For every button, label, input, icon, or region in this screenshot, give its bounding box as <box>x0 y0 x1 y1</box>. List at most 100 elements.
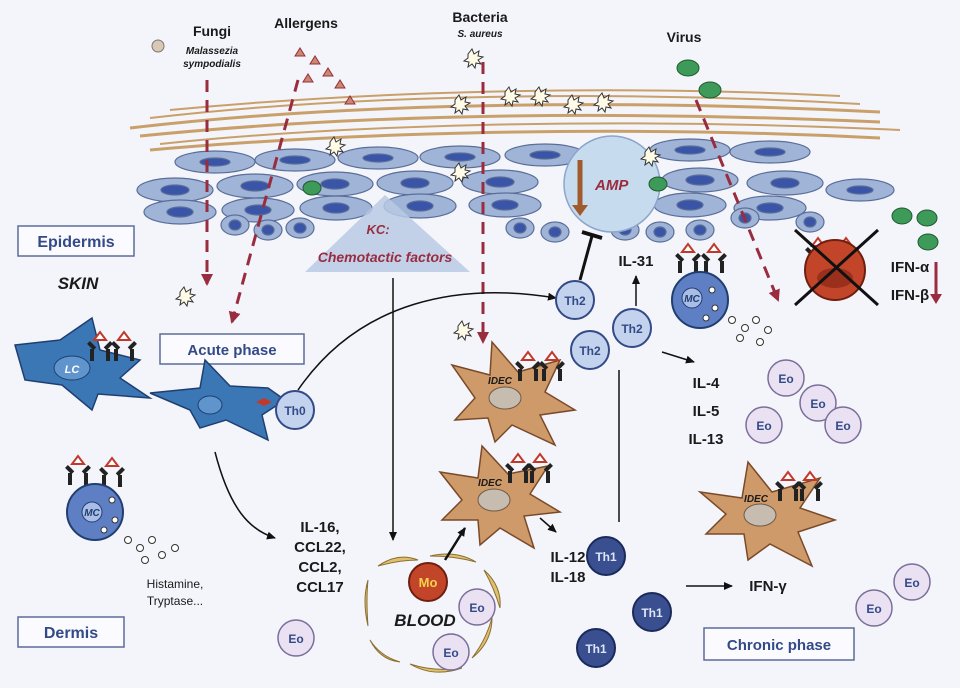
th0-to-th2-arrow <box>297 292 557 391</box>
mo-to-idec-arrow <box>443 527 467 561</box>
ifn-decrease-arrowhead <box>930 294 942 304</box>
mc-epi-granules <box>702 286 772 346</box>
lc-label: LC <box>65 364 81 376</box>
eo-c2-label: Eo <box>810 397 825 411</box>
eo-ch1-label: Eo <box>904 576 919 590</box>
th2-to-il4-arrow <box>661 351 695 364</box>
eo-blood-1-label: Eo <box>469 601 484 615</box>
skin-label: SKIN <box>58 274 99 293</box>
ccl22-label: CCL22, <box>294 539 346 556</box>
ifng-label: IFN-γ <box>749 578 787 595</box>
eosinophil-cluster-2 <box>799 384 837 422</box>
chronic-phase-box <box>703 627 855 661</box>
blood-vessel-wall <box>364 553 501 673</box>
mc-epi-label: MC <box>684 294 700 305</box>
bacteria-species: S. aureus <box>457 29 502 40</box>
idec-3-label: IDEC <box>744 494 769 505</box>
th0-cell <box>275 390 315 430</box>
amp-decrease-arrowhead <box>572 205 588 216</box>
eo-c3-label: Eo <box>756 419 771 433</box>
bacteria-label: Bacteria <box>452 9 507 25</box>
chemotactic-factors-label: Chemotactic factors <box>318 249 453 265</box>
eo-c1-label: Eo <box>778 372 793 386</box>
th1-2-label: Th1 <box>641 606 663 620</box>
il18-label: IL-18 <box>550 569 585 586</box>
tryptase-label: Tryptase... <box>147 594 203 608</box>
idec-3-nucleus <box>743 503 777 527</box>
epidermis-box <box>17 225 135 257</box>
histamine-label: Histamine, <box>147 577 204 591</box>
ifnb-label: IFN-β <box>891 287 929 304</box>
chronic-phase-label: Chronic phase <box>727 637 831 654</box>
il16-label: IL-16, <box>300 519 339 536</box>
keratinocyte-layer <box>136 138 895 243</box>
fungi-species-1: Malassezia <box>186 46 239 57</box>
idec-1-nucleus <box>488 386 522 410</box>
ccl2-label: CCL2, <box>298 559 341 576</box>
amp-label: AMP <box>594 177 629 194</box>
blood-label: BLOOD <box>394 611 455 630</box>
fungi-label: Fungi <box>193 23 231 39</box>
virus-label: Virus <box>667 29 702 45</box>
th1-3-label: Th1 <box>585 642 607 656</box>
kc-label: KC: <box>366 222 389 237</box>
eosinophil-cluster-3 <box>745 406 783 444</box>
il5-label: IL-5 <box>693 403 720 420</box>
eosinophil-chronic-2 <box>855 589 893 627</box>
il13-label: IL-13 <box>688 431 723 448</box>
il4-label: IL-4 <box>693 375 720 392</box>
dermis-label: Dermis <box>44 625 98 642</box>
idec-to-il12-arrow <box>539 517 557 533</box>
ifna-label: IFN-α <box>891 259 930 276</box>
il12-label: IL-12 <box>550 549 585 566</box>
stratum-corneum <box>129 89 901 152</box>
th1-cell-3 <box>576 628 616 668</box>
chemotactic-triangle <box>305 195 470 272</box>
ccl17-label: CCL17 <box>296 579 344 596</box>
lc-to-chemokines-arrow <box>214 451 276 540</box>
fungi-species-2: sympodialis <box>183 59 241 70</box>
mc-epi-nucleus <box>681 287 703 309</box>
epidermis-label: Epidermis <box>37 234 114 251</box>
eosinophil-chronic-1 <box>893 563 931 601</box>
th2-cell-2 <box>570 330 610 370</box>
fungus-particle <box>151 39 165 53</box>
idec-2-nucleus <box>477 488 511 512</box>
il31-label: IL-31 <box>618 253 653 270</box>
eo-blood-2-label: Eo <box>443 646 458 660</box>
mc-dermis-label: MC <box>84 508 100 519</box>
th2-3-label: Th2 <box>621 322 643 336</box>
lc-nucleus <box>53 355 91 381</box>
eosinophil-blood-1 <box>458 588 496 626</box>
eo-dermis-label: Eo <box>288 632 303 646</box>
th2-1-label: Th2 <box>564 294 586 308</box>
dermis-box <box>17 616 125 648</box>
bacteria-particles <box>174 48 662 342</box>
th2-cell-3 <box>612 308 652 348</box>
eosinophil-cluster-4 <box>824 406 862 444</box>
eosinophil-blood-2 <box>432 633 470 671</box>
acute-phase-box <box>159 333 305 365</box>
eo-ch2-label: Eo <box>866 602 881 616</box>
allergen-particles <box>294 47 356 105</box>
acute-phase-label: Acute phase <box>187 342 276 359</box>
th1-1-label: Th1 <box>595 550 617 564</box>
eosinophil-cluster-1 <box>767 359 805 397</box>
th0-label: Th0 <box>284 404 306 418</box>
mo-label: Mo <box>419 575 438 590</box>
antigen-presentation <box>256 398 272 406</box>
idec-2-label: IDEC <box>478 478 503 489</box>
th2-inhibits-amp <box>578 235 594 281</box>
th2-cell-1 <box>555 280 595 320</box>
idec-1-label: IDEC <box>488 376 513 387</box>
allergens-label: Allergens <box>274 15 338 31</box>
mc-dermis-granules <box>100 496 179 564</box>
mc-dermis-nucleus <box>81 501 103 523</box>
inhibition-bar <box>581 230 603 240</box>
eosinophil-dermis <box>277 619 315 657</box>
lc2-nucleus <box>197 395 223 415</box>
virus-particles <box>302 59 939 251</box>
th2-2-label: Th2 <box>579 344 601 358</box>
